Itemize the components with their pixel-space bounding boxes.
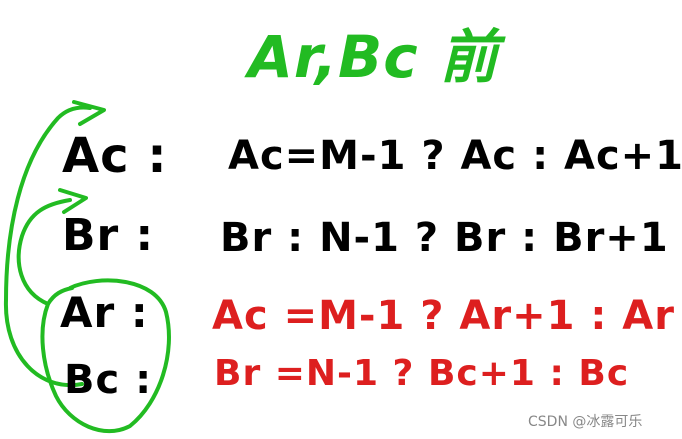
row-label-bc: Bc : xyxy=(64,357,153,403)
row-label-ar: Ar : xyxy=(60,288,149,337)
arrow-loop-inner xyxy=(16,198,72,306)
row-expression-ar: Ac =M-1 ? Ar+1 : Ar xyxy=(212,293,675,339)
page-title: Ar,Bc 前 xyxy=(248,23,499,91)
arrow-head-outer-icon xyxy=(72,100,106,126)
row-label-br: Br : xyxy=(62,210,155,261)
enclosing-loop xyxy=(40,278,171,433)
row-expression-br: Br : N-1 ? Br : Br+1 xyxy=(220,215,669,261)
row-expression-ac: Ac=M-1 ? Ac : Ac+1 xyxy=(228,133,682,179)
arrow-head-inner-icon xyxy=(58,188,88,214)
arrow-loop-outer xyxy=(3,105,92,388)
row-label-ac: Ac : xyxy=(62,128,168,184)
watermark: CSDN @冰露可乐 xyxy=(528,414,643,430)
row-expression-bc: Br =N-1 ? Bc+1 : Bc xyxy=(214,353,630,394)
